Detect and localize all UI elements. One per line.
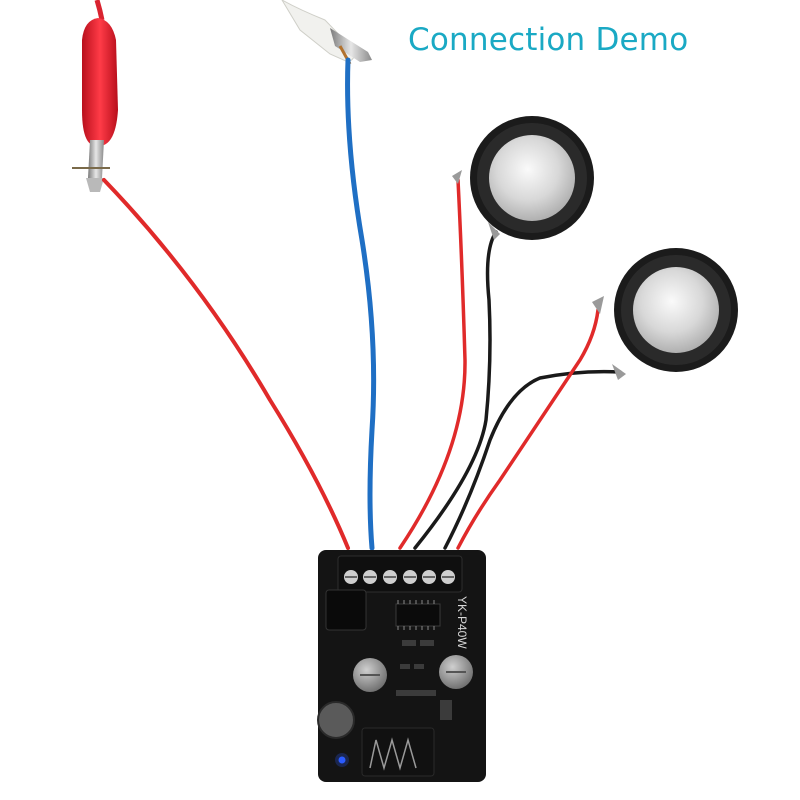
status-led xyxy=(338,756,346,764)
bluetooth-module xyxy=(361,727,435,777)
white-alligator-clip xyxy=(281,0,372,65)
terminal-screws xyxy=(344,570,358,584)
capacitor-left xyxy=(353,658,387,692)
board-model-label: YK-P40W xyxy=(455,596,469,649)
amplifier-board: YK-P40W xyxy=(317,550,486,782)
speaker-bottom xyxy=(592,248,738,380)
dc-jack xyxy=(325,589,367,631)
red-alligator-clip xyxy=(72,0,118,192)
speaker-top xyxy=(452,116,594,240)
page-title: Connection Demo xyxy=(408,22,689,58)
volume-knob xyxy=(317,701,355,739)
capacitor-right xyxy=(439,655,473,689)
wires xyxy=(102,57,622,551)
amp-chip xyxy=(395,603,441,627)
